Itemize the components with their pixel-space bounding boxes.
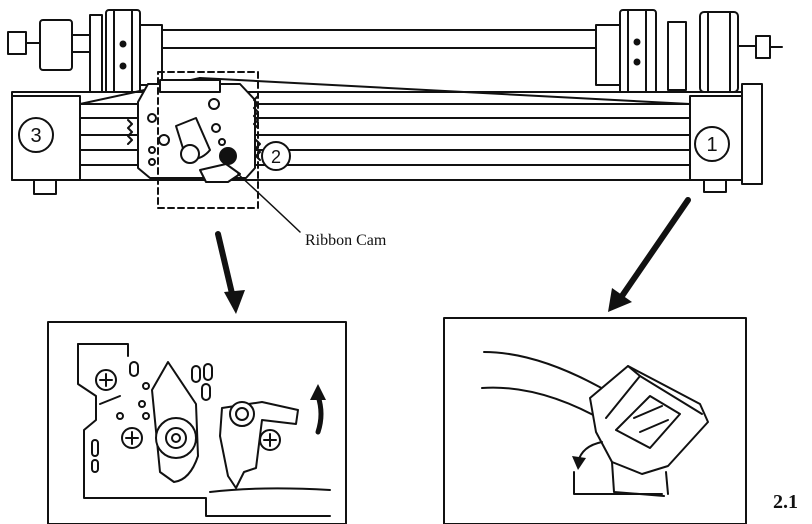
arrow-left-detail: [215, 231, 245, 314]
callout-1-label: 1: [706, 134, 717, 156]
ribbon-cam-detail-panel: [47, 321, 347, 524]
callout-3-label: 3: [30, 125, 41, 147]
ribbon-cam-label: Ribbon Cam: [305, 232, 387, 249]
arrow-right-detail: [608, 197, 691, 312]
rotation-arrow: [310, 384, 326, 435]
callout-1-circle: [694, 126, 730, 162]
ribbon-clip-detail-panel: [443, 317, 747, 524]
ribbon-cam-leader: [237, 173, 301, 233]
callout-2-label: 2: [271, 147, 281, 167]
print-head-assembly: [7, 9, 783, 209]
callout-3-circle: [18, 117, 54, 153]
callout-2-circle: [261, 141, 291, 171]
figure-number: 2.1: [773, 491, 798, 513]
